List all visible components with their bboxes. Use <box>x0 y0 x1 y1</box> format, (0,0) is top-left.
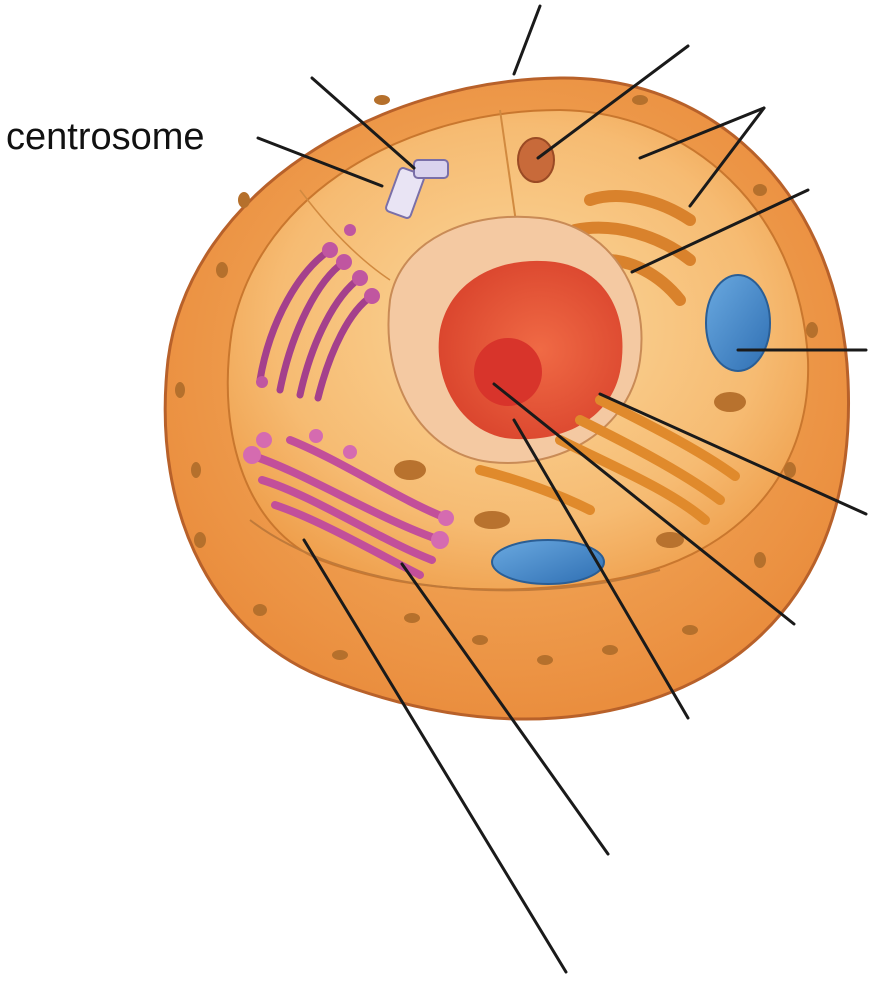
label-centrosome: centrosome <box>6 118 205 156</box>
leader-line-top <box>514 6 540 74</box>
mitochondrion <box>706 275 770 371</box>
nucleus <box>388 217 641 463</box>
vesicle <box>518 138 554 182</box>
